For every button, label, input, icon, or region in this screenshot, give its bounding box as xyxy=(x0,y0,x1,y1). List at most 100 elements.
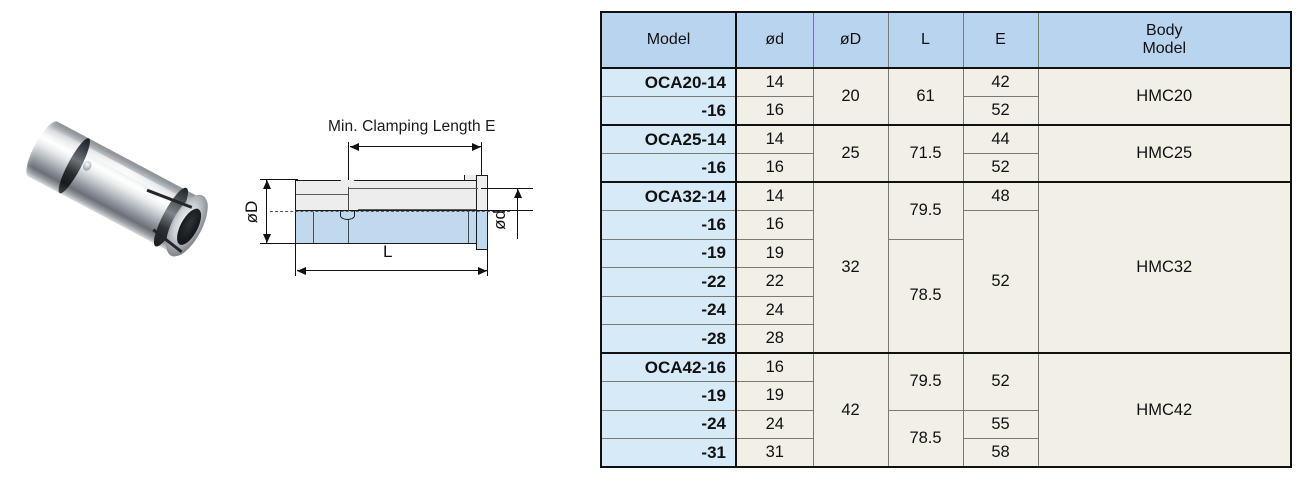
column-header-clamping-length: E xyxy=(962,11,1039,69)
sleeve-flange-upper xyxy=(476,175,488,211)
column-header-d-small: ød xyxy=(735,11,814,69)
cell-model: -24 xyxy=(600,295,737,325)
cell-model: -19 xyxy=(600,238,737,268)
body-model-line2: Model xyxy=(1142,40,1187,57)
cell-length: 79.5 xyxy=(887,352,964,411)
cell-clamping-length: 52 xyxy=(962,352,1039,411)
e-dimension-line xyxy=(350,146,481,148)
body-model-line1: Body xyxy=(1146,21,1183,39)
cell-model: -16 xyxy=(600,210,737,240)
e-extension-line-right xyxy=(481,142,483,178)
cell-d-small: 24 xyxy=(735,409,814,439)
cell-d-big: 32 xyxy=(812,181,889,354)
cell-model: OCA42-16 xyxy=(600,352,737,382)
od-arrow-up xyxy=(262,180,271,189)
l-extension-line-left xyxy=(295,244,297,276)
table-header-row: Model ød øD L E Body Model xyxy=(600,11,1292,69)
cell-d-small: 16 xyxy=(735,210,814,240)
sleeve-notch-lower xyxy=(340,211,355,220)
odsmall-extension-line-bottom xyxy=(481,209,533,211)
cell-d-small: 19 xyxy=(735,381,814,411)
diagram-title: Min. Clamping Length E xyxy=(328,118,496,135)
sleeve-upper-half xyxy=(295,180,480,211)
cell-model: -16 xyxy=(600,96,737,126)
cell-clamping-length: 52 xyxy=(962,210,1039,354)
cell-length: 61 xyxy=(887,67,964,126)
cell-body-model: HMC25 xyxy=(1037,124,1292,183)
od-label: øD xyxy=(242,200,261,224)
odsmall-extension-line-top xyxy=(481,188,533,190)
column-header-model: Model xyxy=(600,11,737,69)
cell-length: 79.5 xyxy=(887,181,964,240)
od-extension-line-top xyxy=(260,179,298,181)
e-extension-line-left xyxy=(348,142,350,182)
cell-body-model: HMC32 xyxy=(1037,181,1292,354)
od-dimension-line xyxy=(266,180,268,243)
cell-d-big: 42 xyxy=(812,352,889,468)
sleeve-lower-half xyxy=(295,211,480,244)
cell-model: -16 xyxy=(600,153,737,183)
cell-d-small: 19 xyxy=(735,238,814,268)
cell-d-small: 16 xyxy=(735,153,814,183)
cell-d-small: 31 xyxy=(735,438,814,468)
column-header-d-big: øD xyxy=(812,11,889,69)
column-header-length: L xyxy=(887,11,964,69)
cell-length: 78.5 xyxy=(887,238,964,354)
cell-d-small: 14 xyxy=(735,181,814,211)
l-arrow-left xyxy=(297,266,306,275)
sleeve-detail-line xyxy=(358,209,476,211)
sleeve-detail-line xyxy=(313,212,315,243)
l-arrow-right xyxy=(478,266,487,275)
cell-model: OCA25-14 xyxy=(600,124,737,154)
cell-clamping-length: 48 xyxy=(962,181,1039,211)
cell-d-small: 14 xyxy=(735,67,814,97)
sleeve-step-cut xyxy=(464,175,476,181)
cell-model: OCA32-14 xyxy=(600,181,737,211)
cell-clamping-length: 55 xyxy=(962,409,1039,439)
cell-model: -22 xyxy=(600,267,737,297)
technical-diagram: Min. Clamping Length E øD ød L xyxy=(240,118,550,293)
cell-d-big: 20 xyxy=(812,67,889,126)
l-dimension-line xyxy=(297,270,487,272)
cell-d-small: 14 xyxy=(735,124,814,154)
odsmall-label: ød xyxy=(490,210,509,230)
cell-model: OCA20-14 xyxy=(600,67,737,97)
od-extension-line-bottom xyxy=(260,243,298,245)
sleeve-centerline xyxy=(270,210,510,212)
l-label: L xyxy=(383,242,393,261)
od-arrow-down xyxy=(262,234,271,243)
cell-d-small: 24 xyxy=(735,295,814,325)
sleeve-detail-line xyxy=(468,212,470,243)
cell-clamping-length: 44 xyxy=(962,124,1039,154)
cell-model: -19 xyxy=(600,381,737,411)
sleeve-flange-lower xyxy=(476,211,488,250)
cell-d-small: 16 xyxy=(735,96,814,126)
cell-body-model: HMC20 xyxy=(1037,67,1292,126)
cell-d-big: 25 xyxy=(812,124,889,183)
cell-d-small: 22 xyxy=(735,267,814,297)
column-header-body-model: Body Model xyxy=(1037,11,1292,69)
collet-illustration xyxy=(0,76,242,302)
cell-d-small: 16 xyxy=(735,352,814,382)
cell-clamping-length: 42 xyxy=(962,67,1039,97)
odsmall-dimension-line xyxy=(517,189,519,239)
cell-model: -31 xyxy=(600,438,737,468)
cell-length: 71.5 xyxy=(887,124,964,183)
e-arrow-left xyxy=(350,142,359,151)
odsmall-arrow-up xyxy=(513,189,522,198)
cell-length: 78.5 xyxy=(887,409,964,468)
sleeve-detail-line xyxy=(296,194,348,196)
cell-clamping-length: 58 xyxy=(962,438,1039,468)
